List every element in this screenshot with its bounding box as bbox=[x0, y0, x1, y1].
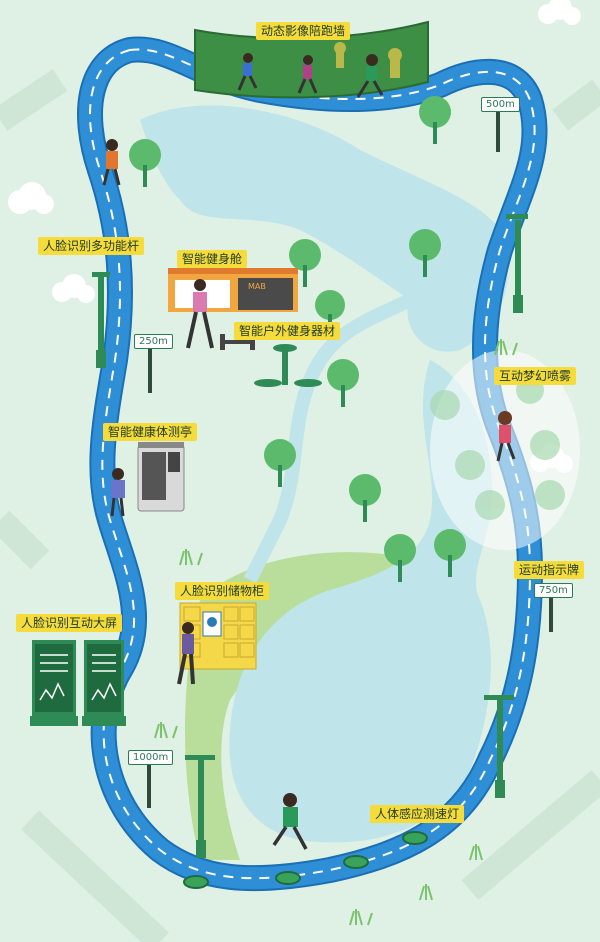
distance-sign-250: 250m bbox=[134, 334, 173, 349]
label-sensor-light: 人体感应测速灯 bbox=[370, 805, 465, 823]
label-mist: 互动梦幻喷雾 bbox=[494, 367, 577, 385]
speed-light-icon bbox=[183, 831, 428, 889]
interactive-big-screen bbox=[30, 640, 126, 726]
cabin-sign: MAB bbox=[248, 282, 266, 291]
tree-icon bbox=[419, 96, 451, 144]
runner-icon bbox=[102, 139, 121, 186]
tree-icon bbox=[349, 474, 381, 522]
tree-icon bbox=[327, 359, 359, 407]
label-health-kiosk: 智能健康体测亭 bbox=[103, 423, 198, 441]
tree-icon bbox=[129, 139, 161, 187]
runner-icon bbox=[297, 55, 318, 94]
misty-tree-group bbox=[430, 376, 565, 520]
distance-sign-1000: 1000m bbox=[128, 750, 174, 765]
tree-icon bbox=[264, 439, 296, 487]
runner-icon bbox=[496, 411, 516, 462]
tree-icon bbox=[384, 534, 416, 582]
runner-icon bbox=[110, 468, 125, 517]
label-smart-cabin: 智能健身舱 bbox=[177, 250, 248, 268]
lake bbox=[140, 105, 508, 843]
label-sign-board: 运动指示牌 bbox=[514, 561, 585, 579]
label-locker: 人脸识别储物柜 bbox=[175, 582, 270, 600]
distance-sign-750: 750m bbox=[534, 583, 573, 598]
grass-tufts bbox=[154, 339, 518, 926]
smart-pole-icon bbox=[92, 214, 528, 858]
face-id-locker bbox=[177, 602, 257, 685]
background-paths bbox=[0, 69, 600, 942]
label-dynamic-wall: 动态影像陪跑墙 bbox=[256, 22, 351, 40]
label-face-pole: 人脸识别多功能杆 bbox=[38, 237, 145, 255]
health-kiosk bbox=[137, 442, 185, 512]
outdoor-fitness-equipment bbox=[220, 334, 322, 387]
tree-group bbox=[129, 96, 466, 582]
label-outdoor-equipment: 智能户外健身器材 bbox=[234, 322, 341, 340]
tree-icon bbox=[289, 239, 321, 287]
tree-icon bbox=[434, 529, 466, 577]
track-center-line bbox=[89, 48, 536, 880]
runner-icon bbox=[356, 54, 384, 98]
river bbox=[243, 293, 414, 584]
distance-sign-500: 500m bbox=[481, 97, 520, 112]
runner-icon bbox=[237, 53, 258, 91]
distance-post-icon bbox=[147, 108, 553, 808]
smart-fitness-cabin bbox=[168, 268, 298, 349]
label-big-screen: 人脸识别互动大屏 bbox=[16, 614, 123, 632]
runner-icon bbox=[272, 793, 308, 850]
tree-icon bbox=[409, 229, 441, 277]
